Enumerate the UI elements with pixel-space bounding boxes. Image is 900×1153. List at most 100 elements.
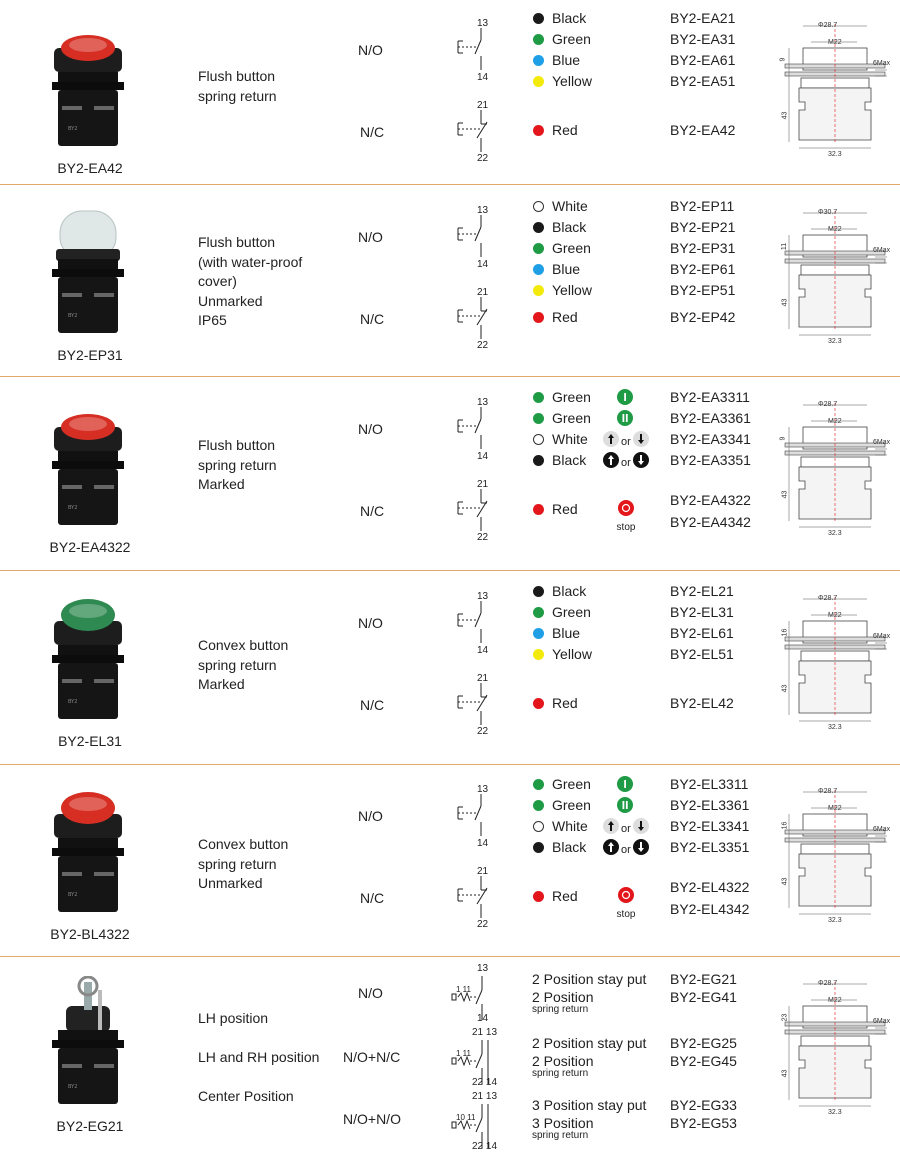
color-dot-icon (533, 434, 544, 445)
drawing-dim-h2: 43 (781, 877, 789, 886)
color-option: Black (533, 8, 586, 29)
color-dot-icon (533, 264, 544, 275)
contact-label: N/O+N/O (343, 1111, 401, 1127)
terminal-number: 21 13 (472, 1091, 498, 1102)
product-photo-icon: BY2 (52, 792, 124, 912)
color-dot-icon (533, 504, 544, 515)
description-line: Flush button (198, 234, 276, 250)
contact-symbol-no (455, 215, 495, 262)
arrow-down-icon (632, 431, 649, 452)
contact-symbol-nc (455, 297, 495, 344)
contact-symbol-no (455, 28, 495, 75)
terminal-number: 13 (477, 963, 489, 974)
terminal-number: 22 (477, 153, 489, 164)
color-label: Green (552, 240, 591, 256)
symbol-marker (617, 797, 633, 818)
contact-symbol-nc (455, 876, 495, 923)
stop-marker: stop (614, 887, 638, 920)
color-dot-icon (533, 821, 544, 832)
drawing-dim-h1: 16 (781, 628, 789, 637)
svg-text:BY2: BY2 (68, 1084, 77, 1090)
key-option-sub: spring return (532, 1068, 589, 1079)
order-code: BY2-EA31 (670, 31, 736, 47)
key-contact-symbol (450, 1104, 500, 1153)
drawing-dim-max: 6Max (873, 60, 891, 67)
arrow-up-icon (603, 818, 619, 839)
key-option-main: 2 Position stay put (532, 971, 647, 987)
drawing-dim-dia: Φ28.7 (818, 788, 838, 795)
terminal-number: 13 (477, 205, 489, 216)
section-divider (0, 570, 900, 571)
drawing-dim-h2: 43 (781, 111, 789, 120)
stop-icon (614, 887, 638, 908)
key-option-main: 2 Position (532, 989, 594, 1005)
color-dot-icon (533, 13, 544, 24)
drawing-dim-thread: M22 (828, 226, 842, 233)
order-code: BY2-EG45 (670, 1053, 737, 1069)
drawing-dim-h2: 43 (781, 490, 789, 499)
section-divider (0, 764, 900, 765)
product-image: BY2 (38, 18, 138, 148)
order-code: BY2-EP11 (670, 198, 735, 214)
color-label: Yellow (552, 73, 592, 89)
order-code: BY2-EL31 (670, 604, 734, 620)
order-code: BY2-EL4322 (670, 879, 750, 895)
drawing-dim-max: 6Max (873, 439, 891, 446)
terminal-number: 13 (477, 591, 489, 602)
color-dot-icon (533, 842, 544, 853)
color-option: Blue (533, 50, 580, 71)
drawing-dim-h1: 23 (781, 1013, 789, 1022)
or-label: or (621, 843, 631, 856)
order-code: BY2-EA51 (670, 73, 736, 89)
contact-label: N/O (358, 985, 383, 1001)
key-option: 2 Position stay put (532, 1036, 646, 1051)
or-label: or (621, 456, 631, 469)
color-option-nc: Red (533, 693, 578, 714)
contact-symbol-nc (455, 683, 495, 730)
no-contact-icon (457, 601, 482, 643)
terminal-number: 22 (477, 726, 489, 737)
nc-contact-icon (457, 489, 488, 531)
color-option: Green (533, 602, 591, 623)
color-option: Green (533, 774, 591, 795)
drawing-dim-max: 6Max (873, 247, 891, 254)
svg-text:BY2: BY2 (68, 505, 77, 511)
order-code: BY2-EA4322 (670, 492, 751, 508)
order-code: BY2-EA21 (670, 10, 736, 26)
section-divider (0, 184, 900, 185)
drawing-dim-h2: 43 (781, 1069, 789, 1078)
contact-symbol-nc (455, 110, 495, 157)
order-code: BY2-EG53 (670, 1115, 737, 1131)
drawing-dim-dia: Φ28.7 (818, 401, 838, 408)
order-code: BY2-EA4342 (670, 514, 751, 530)
color-option-nc: Red (533, 886, 578, 907)
product-photo-icon: BY2 (52, 35, 124, 146)
drawing-dim-max: 6Max (873, 1018, 891, 1025)
description-line: Convex button (198, 836, 289, 852)
description-line: cover) (198, 273, 237, 289)
drawing-dim-h1: 9 (779, 436, 787, 441)
color-label: Red (552, 309, 578, 325)
contact-label: N/O+N/C (343, 1049, 401, 1065)
color-option: Green (533, 387, 591, 408)
drawing-dim-dia: Φ28.7 (818, 22, 838, 29)
drawing-dim-h1: 11 (781, 242, 789, 251)
color-option: Green (533, 29, 591, 50)
contact-label-nc: N/C (360, 890, 385, 906)
stop-label: stop (616, 909, 636, 920)
color-option: Yellow (533, 644, 592, 665)
description-line: Flush button (198, 437, 276, 453)
terminal-number: 22 14 (472, 1141, 498, 1152)
drawing-dim-thread: M22 (828, 997, 842, 1004)
drawing-dim-h1: 9 (779, 57, 787, 62)
nc-contact-icon (457, 683, 488, 725)
terminal-number: 14 (477, 645, 489, 656)
product-photo-icon: BY2 (52, 599, 124, 719)
description-line: IP65 (198, 312, 227, 328)
order-code: BY2-EA3351 (670, 452, 751, 468)
color-option: White (533, 429, 588, 450)
key-contact-symbol (450, 976, 500, 1025)
key-option-sub: spring return (532, 1004, 589, 1015)
